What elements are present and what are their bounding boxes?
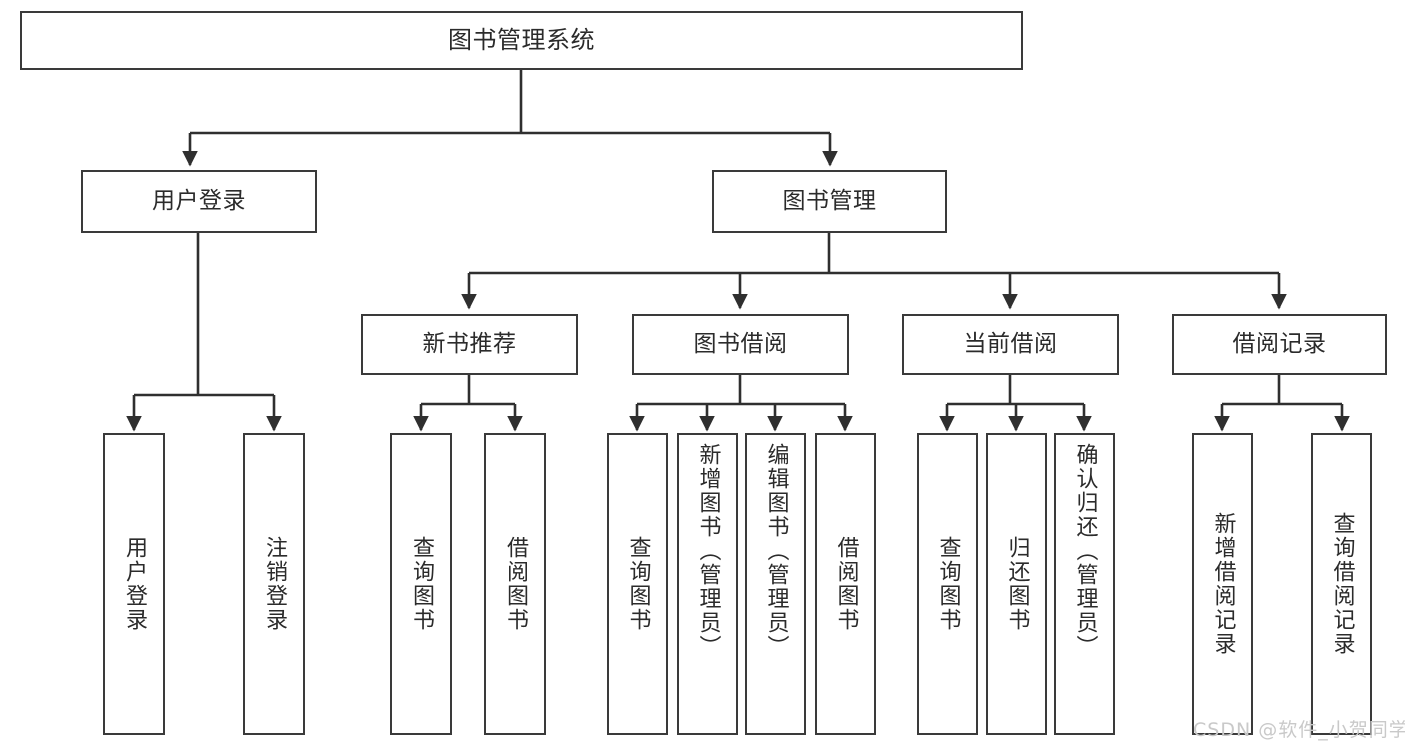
leaf-query-record[interactable]: 查询借阅记录 — [1311, 433, 1372, 735]
node-current-borrow[interactable]: 当前借阅 — [902, 314, 1119, 375]
leaf-borrow-book-1-label: 借阅图书 — [502, 536, 528, 632]
node-book-manage-label: 图书管理 — [782, 188, 877, 215]
leaf-user-login-label: 用户登录 — [121, 536, 147, 632]
leaf-borrow-book-2-label: 借阅图书 — [833, 536, 859, 632]
leaf-borrow-book-2[interactable]: 借阅图书 — [815, 433, 876, 735]
leaf-return-book-label: 归还图书 — [1004, 536, 1030, 632]
node-book-borrow[interactable]: 图书借阅 — [632, 314, 849, 375]
node-borrow-record[interactable]: 借阅记录 — [1172, 314, 1387, 375]
csdn-watermark: CSDN @软件_小贺同学 — [1193, 719, 1405, 741]
leaf-add-record-label: 新增借阅记录 — [1210, 512, 1236, 656]
leaf-add-book-label: 新增图书（管理员） — [695, 443, 721, 659]
leaf-query-book-1-label: 查询图书 — [408, 536, 434, 632]
node-new-book-recommend[interactable]: 新书推荐 — [361, 314, 578, 375]
node-user-login-label: 用户登录 — [152, 188, 246, 215]
node-new-book-recommend-label: 新书推荐 — [422, 331, 517, 358]
leaf-query-book-2-label: 查询图书 — [625, 536, 651, 632]
node-borrow-record-label: 借阅记录 — [1232, 331, 1327, 358]
leaf-query-book-3[interactable]: 查询图书 — [917, 433, 978, 735]
leaf-query-book-2[interactable]: 查询图书 — [607, 433, 668, 735]
node-current-borrow-label: 当前借阅 — [963, 331, 1058, 358]
node-root[interactable]: 图书管理系统 — [20, 11, 1023, 70]
leaf-borrow-book-1[interactable]: 借阅图书 — [484, 433, 546, 735]
leaf-user-login[interactable]: 用户登录 — [103, 433, 165, 735]
leaf-return-book[interactable]: 归还图书 — [986, 433, 1047, 735]
node-user-login[interactable]: 用户登录 — [81, 170, 317, 233]
leaf-edit-book-label: 编辑图书（管理员） — [763, 443, 789, 659]
leaf-confirm-return[interactable]: 确认归还（管理员） — [1054, 433, 1115, 735]
leaf-query-book-1[interactable]: 查询图书 — [390, 433, 452, 735]
leaf-logout[interactable]: 注销登录 — [243, 433, 305, 735]
leaf-logout-label: 注销登录 — [261, 536, 287, 632]
node-root-label: 图书管理系统 — [448, 25, 595, 54]
node-book-borrow-label: 图书借阅 — [693, 331, 788, 358]
leaf-edit-book[interactable]: 编辑图书（管理员） — [745, 433, 806, 735]
leaf-add-book[interactable]: 新增图书（管理员） — [677, 433, 738, 735]
leaf-confirm-return-label: 确认归还（管理员） — [1072, 443, 1098, 659]
leaf-add-record[interactable]: 新增借阅记录 — [1192, 433, 1253, 735]
leaf-query-book-3-label: 查询图书 — [935, 536, 961, 632]
leaf-query-record-label: 查询借阅记录 — [1329, 512, 1355, 656]
node-book-manage[interactable]: 图书管理 — [712, 170, 947, 233]
